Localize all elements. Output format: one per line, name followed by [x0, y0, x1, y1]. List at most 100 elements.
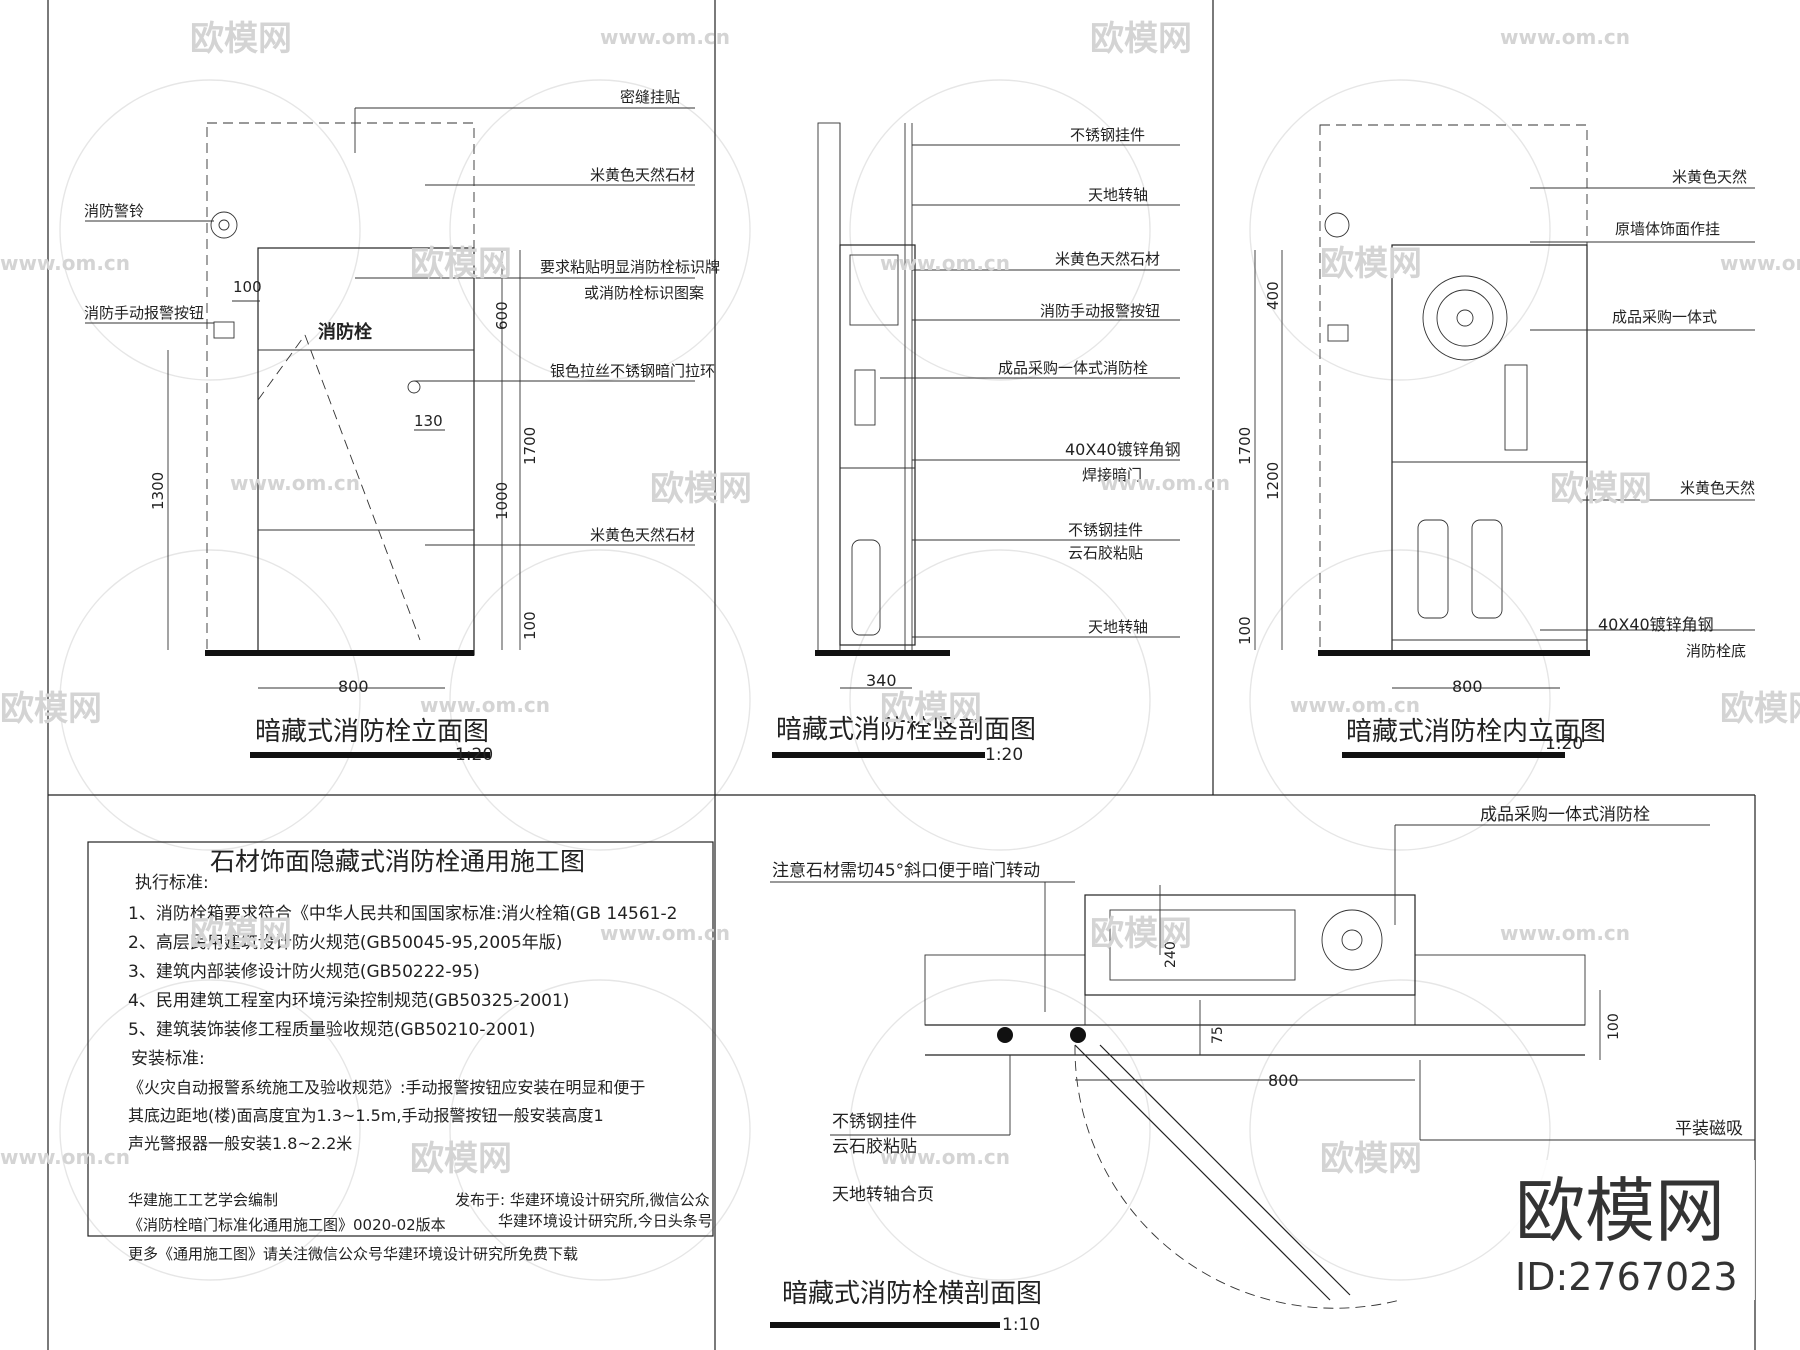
watermark-url-11: www.om.cn: [1500, 921, 1630, 945]
extinguisher-1-icon: [1417, 519, 1449, 619]
hsection-dim-1: 240: [1163, 941, 1179, 968]
notes-line-8: 其底边距地(楼)面高度宜为1.3~1.5m,手动报警按钮一般安装高度1: [128, 1106, 604, 1125]
elevation-center-label: 消防栓: [318, 321, 372, 343]
vsection-callout-9: 云石胶粘贴: [1068, 544, 1143, 562]
elevation-callout-7: 银色拉丝不锈钢暗门拉环: [550, 362, 715, 380]
manual-alarm-button-icon: [213, 321, 235, 339]
hsection-callout-4: 云石胶粘贴: [832, 1137, 917, 1157]
notes-footer-3: 华建环境设计研究所,今日头条号: [498, 1212, 713, 1230]
notes-footer-1: 发布于: 华建环境设计研究所,微信公众: [455, 1191, 710, 1209]
inner-title: 暗藏式消防栓内立面图: [1346, 717, 1606, 747]
elevation-dim-7: 100: [521, 611, 539, 640]
notes-title: 石材饰面隐藏式消防栓通用施工图: [210, 847, 585, 876]
elevation-callout-6: 消防手动报警按钮: [84, 304, 204, 322]
elevation-dim-8: 800: [338, 677, 369, 696]
hsection-callout-1: 成品采购一体式消防栓: [1480, 805, 1650, 825]
elevation-callout-2: 米黄色天然石材: [590, 166, 695, 184]
hsection-callout-5: 天地转轴合页: [832, 1185, 934, 1205]
notes-footer-4: 更多《通用施工图》请关注微信公众号华建环境设计研究所免费下载: [128, 1245, 578, 1263]
alarm-bell-icon: [210, 211, 238, 239]
hsection-dim-2: 75: [1210, 1026, 1226, 1044]
inner-dim-1: 400: [1264, 281, 1282, 310]
hsection-title: 暗藏式消防栓横剖面图: [782, 1279, 1042, 1309]
vsection-dim-1: 340: [866, 671, 897, 690]
notes-line-3: 3、建筑内部装修设计防火规范(GB50222-95): [128, 962, 480, 982]
elevation-dim-2: 600: [493, 301, 511, 330]
inner-callout-5: 40X40镀锌角钢: [1598, 615, 1714, 634]
watermark-url-10: www.om.cn: [600, 921, 730, 945]
brand-stamp-id: ID:2767023: [1515, 1255, 1738, 1299]
watermark-brand-4: 欧模网: [1320, 244, 1422, 284]
vsection-callout-8: 不锈钢挂件: [1068, 521, 1143, 539]
vsection-callout-1: 不锈钢挂件: [1070, 126, 1145, 144]
inner-dim-5: 800: [1452, 677, 1483, 696]
watermark-brand-1: 欧模网: [190, 19, 292, 59]
panel-frames: [47, 0, 1756, 1350]
elevation-dim-3: 130: [414, 412, 443, 430]
brand-stamp-logo: 欧模网: [1515, 1170, 1725, 1252]
inner-scale: 1:20: [1545, 734, 1583, 754]
inner-alarm-bell-icon: [1324, 212, 1350, 238]
hsection-dim-3: 100: [1606, 1013, 1622, 1040]
vsection-callout-7: 焊接暗门: [1082, 466, 1142, 484]
watermark-url-7: www.om.cn: [1100, 471, 1230, 495]
elevation-dim-5: 1300: [149, 472, 167, 510]
pull-ring-icon: [407, 380, 421, 394]
inner-alarm-button-icon: [1327, 324, 1349, 342]
elevation-callout-4: 要求粘贴明显消防栓标识牌: [540, 258, 720, 276]
elevation-panel: 密缝挂贴 米黄色天然石材 消防警铃 要求粘贴明显消防栓标识牌 或消防栓标识图案 …: [84, 88, 720, 765]
watermark-brand-7: 欧模网: [0, 689, 102, 729]
watermark-url-3: www.om.cn: [0, 251, 130, 275]
watermark-brand-8: 欧模网: [880, 689, 982, 729]
elevation-dim-4: 1700: [521, 427, 539, 465]
notes-line-2: 2、高层民用建筑设计防火规范(GB50045-95,2005年版): [128, 933, 562, 953]
watermark-brand-6: 欧模网: [1550, 469, 1652, 509]
inner-dim-3: 1200: [1264, 462, 1282, 500]
inner-elevation-panel: 米黄色天然 原墙体饰面作挂 成品采购一体式 米黄色天然 40X40镀锌角钢 消防…: [1236, 124, 1755, 758]
hsection-scale: 1:10: [1002, 1315, 1040, 1335]
hose-box-icon: [849, 254, 899, 326]
hose-reel-plan-icon: [1321, 909, 1383, 971]
notes-line-5: 5、建筑装饰装修工程质量验收规范(GB50210-2001): [128, 1020, 535, 1040]
inner-dim-4: 100: [1236, 616, 1254, 645]
hsection-dim-4: 800: [1268, 1071, 1299, 1090]
vsection-callout-4: 消防手动报警按钮: [1040, 302, 1160, 320]
elevation-dim-1: 100: [233, 278, 262, 296]
inner-callout-3: 成品采购一体式: [1612, 308, 1717, 326]
elevation-scale: 1:20: [455, 745, 493, 765]
notes-block: 石材饰面隐藏式消防栓通用施工图 执行标准: 1、消防栓箱要求符合《中华人民共和国…: [87, 841, 714, 1263]
watermark-url-13: www.om.cn: [880, 1145, 1010, 1169]
vsection-callout-6: 40X40镀锌角钢: [1065, 440, 1181, 459]
notes-line-9: 声光警报器一般安装1.8~2.2米: [128, 1134, 352, 1153]
vsection-title: 暗藏式消防栓竖剖面图: [776, 715, 1036, 745]
hsection-callout-2: 注意石材需切45°斜口便于暗门转动: [772, 861, 1040, 881]
inner-callout-2: 原墙体饰面作挂: [1615, 220, 1720, 238]
watermark-brand-12: 欧模网: [410, 1139, 512, 1179]
door-swing-panel: [1074, 1044, 1331, 1301]
elevation-callout-3: 消防警铃: [84, 202, 144, 220]
notes-footer-0: 华建施工工艺学会编制: [128, 1191, 278, 1209]
vsection-callout-5: 成品采购一体式消防栓: [998, 359, 1148, 377]
horizontal-section-panel: 成品采购一体式消防栓 注意石材需切45°斜口便于暗门转动 不锈钢挂件 云石胶粘贴…: [770, 805, 1755, 1335]
watermark-url-6: www.om.cn: [230, 471, 360, 495]
vsection-callout-10: 天地转轴: [1088, 618, 1148, 636]
watermark-brand-11: 欧模网: [1090, 914, 1192, 954]
inner-callout-6: 消防栓底: [1686, 642, 1746, 660]
vsection-callout-3: 米黄色天然石材: [1055, 250, 1160, 268]
elevation-callout-8: 米黄色天然石材: [590, 526, 695, 544]
brand-stamp: 欧模网 ID:2767023: [1510, 1160, 1755, 1300]
watermarks: 欧模网 www.om.cn 欧模网 www.om.cn 欧模网 www.om.c…: [0, 19, 1800, 1179]
watermark-url-8: www.om.cn: [420, 693, 550, 717]
watermark-url-1: www.om.cn: [600, 25, 730, 49]
extinguisher-2-icon: [1471, 519, 1503, 619]
inner-callout-4: 米黄色天然: [1680, 479, 1755, 497]
hydrant-valve-icon: [1504, 364, 1528, 451]
inner-callout-1: 米黄色天然: [1672, 168, 1747, 186]
watermark-brand-2: 欧模网: [1090, 19, 1192, 59]
watermark-brand-3: 欧模网: [410, 244, 512, 284]
notes-line-4: 4、民用建筑工程室内环境污染控制规范(GB50325-2001): [128, 991, 569, 1011]
elevation-callout-5: 或消防栓标识图案: [584, 284, 704, 302]
watermark-url-4: www.om.cn: [880, 251, 1010, 275]
notes-line-1: 1、消防栓箱要求符合《中华人民共和国国家标准:消火栓箱(GB 14561-2: [128, 904, 677, 924]
